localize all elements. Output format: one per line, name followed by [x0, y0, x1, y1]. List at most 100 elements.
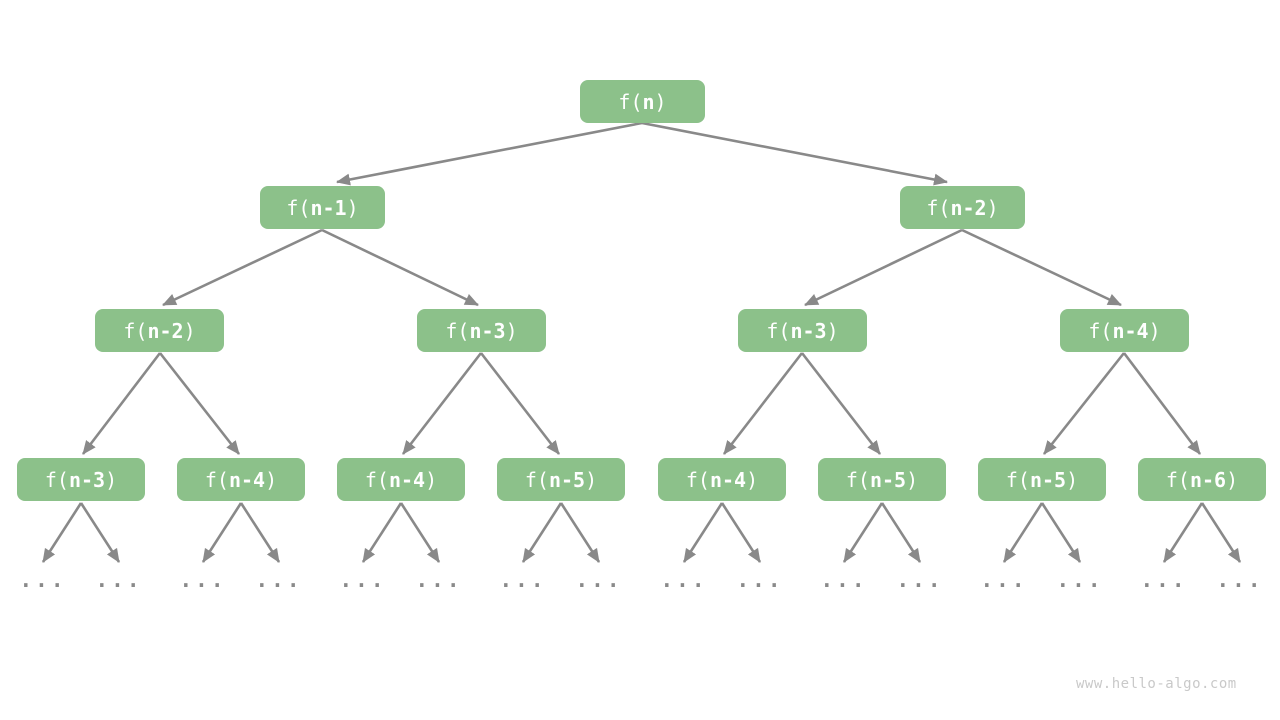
edge — [842, 502, 884, 563]
tree-node: f(n-4) — [1060, 309, 1189, 352]
tree-node: f(n-2) — [900, 186, 1025, 229]
node-label-post: ) — [1148, 318, 1161, 343]
tree-node: f(n-1) — [260, 186, 385, 229]
node-label-pre: f( — [123, 318, 148, 343]
edge — [79, 502, 121, 563]
node-label-arg: n-4 — [709, 467, 747, 492]
edge — [521, 502, 563, 563]
edge — [1122, 352, 1202, 455]
ellipsis-leaf: ... — [19, 568, 67, 592]
edge — [1162, 502, 1204, 563]
edge — [880, 502, 922, 563]
node-label-arg: n-3 — [68, 467, 106, 492]
edge — [479, 352, 561, 455]
node-label-arg: n-3 — [469, 318, 506, 343]
node-label-arg: n — [642, 89, 655, 114]
node-label-arg: n-5 — [869, 467, 907, 492]
edge — [399, 502, 441, 563]
node-label-post: ) — [986, 195, 999, 220]
node-label-post: ) — [425, 467, 438, 492]
tree-node: f(n-4) — [337, 458, 465, 501]
edge — [804, 228, 963, 307]
node-label-pre: f( — [926, 195, 951, 220]
node-label-post: ) — [505, 318, 518, 343]
edge — [158, 352, 241, 455]
node-label-pre: f( — [524, 467, 549, 492]
node-label-arg: n-5 — [1029, 467, 1067, 492]
tree-node: f(n-5) — [978, 458, 1106, 501]
node-label-post: ) — [105, 467, 118, 492]
tree-node: f(n-3) — [417, 309, 546, 352]
node-label-arg: n-3 — [790, 318, 827, 343]
watermark-text: www.hello-algo.com — [1076, 676, 1237, 692]
node-label-pre: f( — [766, 318, 791, 343]
ellipsis-leaf: ... — [1216, 568, 1264, 592]
ellipsis-leaf: ... — [255, 568, 303, 592]
node-label-arg: n-2 — [147, 318, 184, 343]
ellipsis-leaf: ... — [95, 568, 143, 592]
ellipsis-leaf: ... — [896, 568, 944, 592]
tree-node: f(n-2) — [95, 309, 224, 352]
edge — [81, 352, 162, 455]
node-label-pre: f( — [1088, 318, 1113, 343]
node-label-post: ) — [183, 318, 196, 343]
edge — [401, 352, 483, 455]
node-label-arg: n-4 — [388, 467, 426, 492]
node-label-arg: n-2 — [950, 195, 987, 220]
node-label-post: ) — [826, 318, 839, 343]
node-label-arg: n-4 — [1112, 318, 1149, 343]
tree-node: f(n-5) — [497, 458, 625, 501]
tree-node: f(n-6) — [1138, 458, 1266, 501]
ellipsis-leaf: ... — [1140, 568, 1188, 592]
edge — [961, 228, 1122, 307]
node-label-pre: f( — [445, 318, 470, 343]
node-label-pre: f( — [1165, 467, 1190, 492]
node-label-pre: f( — [618, 89, 643, 114]
ellipsis-leaf: ... — [660, 568, 708, 592]
ellipsis-leaf: ... — [1056, 568, 1104, 592]
node-label-pre: f( — [845, 467, 870, 492]
node-label-post: ) — [585, 467, 598, 492]
node-label-arg: n-5 — [548, 467, 586, 492]
edge — [201, 502, 243, 563]
node-label-pre: f( — [204, 467, 229, 492]
edge — [336, 121, 643, 186]
edge — [1042, 352, 1126, 455]
edge — [239, 502, 281, 563]
node-label-post: ) — [346, 195, 359, 220]
edge — [162, 228, 323, 307]
ellipsis-leaf: ... — [179, 568, 227, 592]
node-label-post: ) — [1066, 467, 1079, 492]
node-label-post: ) — [746, 467, 759, 492]
tree-node: f(n-4) — [177, 458, 305, 501]
node-label-arg: n-1 — [310, 195, 347, 220]
ellipsis-leaf: ... — [339, 568, 387, 592]
node-label-post: ) — [265, 467, 278, 492]
edge — [722, 352, 804, 455]
node-label-arg: n-6 — [1189, 467, 1227, 492]
node-label-pre: f( — [364, 467, 389, 492]
node-label-pre: f( — [44, 467, 69, 492]
node-label-pre: f( — [286, 195, 311, 220]
node-label-post: ) — [1226, 467, 1239, 492]
edge — [41, 502, 83, 563]
edge — [361, 502, 403, 563]
ellipsis-leaf: ... — [736, 568, 784, 592]
node-label-arg: n-4 — [228, 467, 266, 492]
node-label-post: ) — [654, 89, 667, 114]
ellipsis-leaf: ... — [499, 568, 547, 592]
edge — [1002, 502, 1044, 563]
edge — [682, 502, 724, 563]
tree-node-root: f(n) — [580, 80, 705, 123]
edge — [720, 502, 762, 563]
edge — [800, 352, 882, 455]
node-label-pre: f( — [1005, 467, 1030, 492]
edge — [559, 502, 601, 563]
edge — [1200, 502, 1242, 563]
tree-node: f(n-4) — [658, 458, 786, 501]
ellipsis-leaf: ... — [415, 568, 463, 592]
edge — [1040, 502, 1082, 563]
node-label-post: ) — [906, 467, 919, 492]
